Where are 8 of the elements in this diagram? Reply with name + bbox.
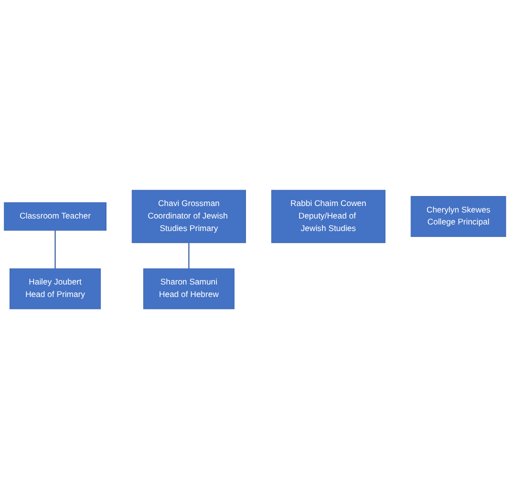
connector [54, 230, 56, 270]
node-box: Hailey Joubert Head of Primary [10, 268, 101, 310]
connector [188, 243, 190, 270]
node-box: Rabbi Chaim Cowen Deputy/Head of Jewish Studies [271, 190, 386, 244]
node-box: Classroom Teacher [4, 202, 106, 232]
node-box: Chavi Grossman Coordinator of Jewish Studies Primary [132, 190, 246, 244]
node-box: Sharon Samuni Head of Hebrew [143, 268, 234, 310]
node-box: Cherylyn Skewes College Principal [410, 196, 506, 238]
